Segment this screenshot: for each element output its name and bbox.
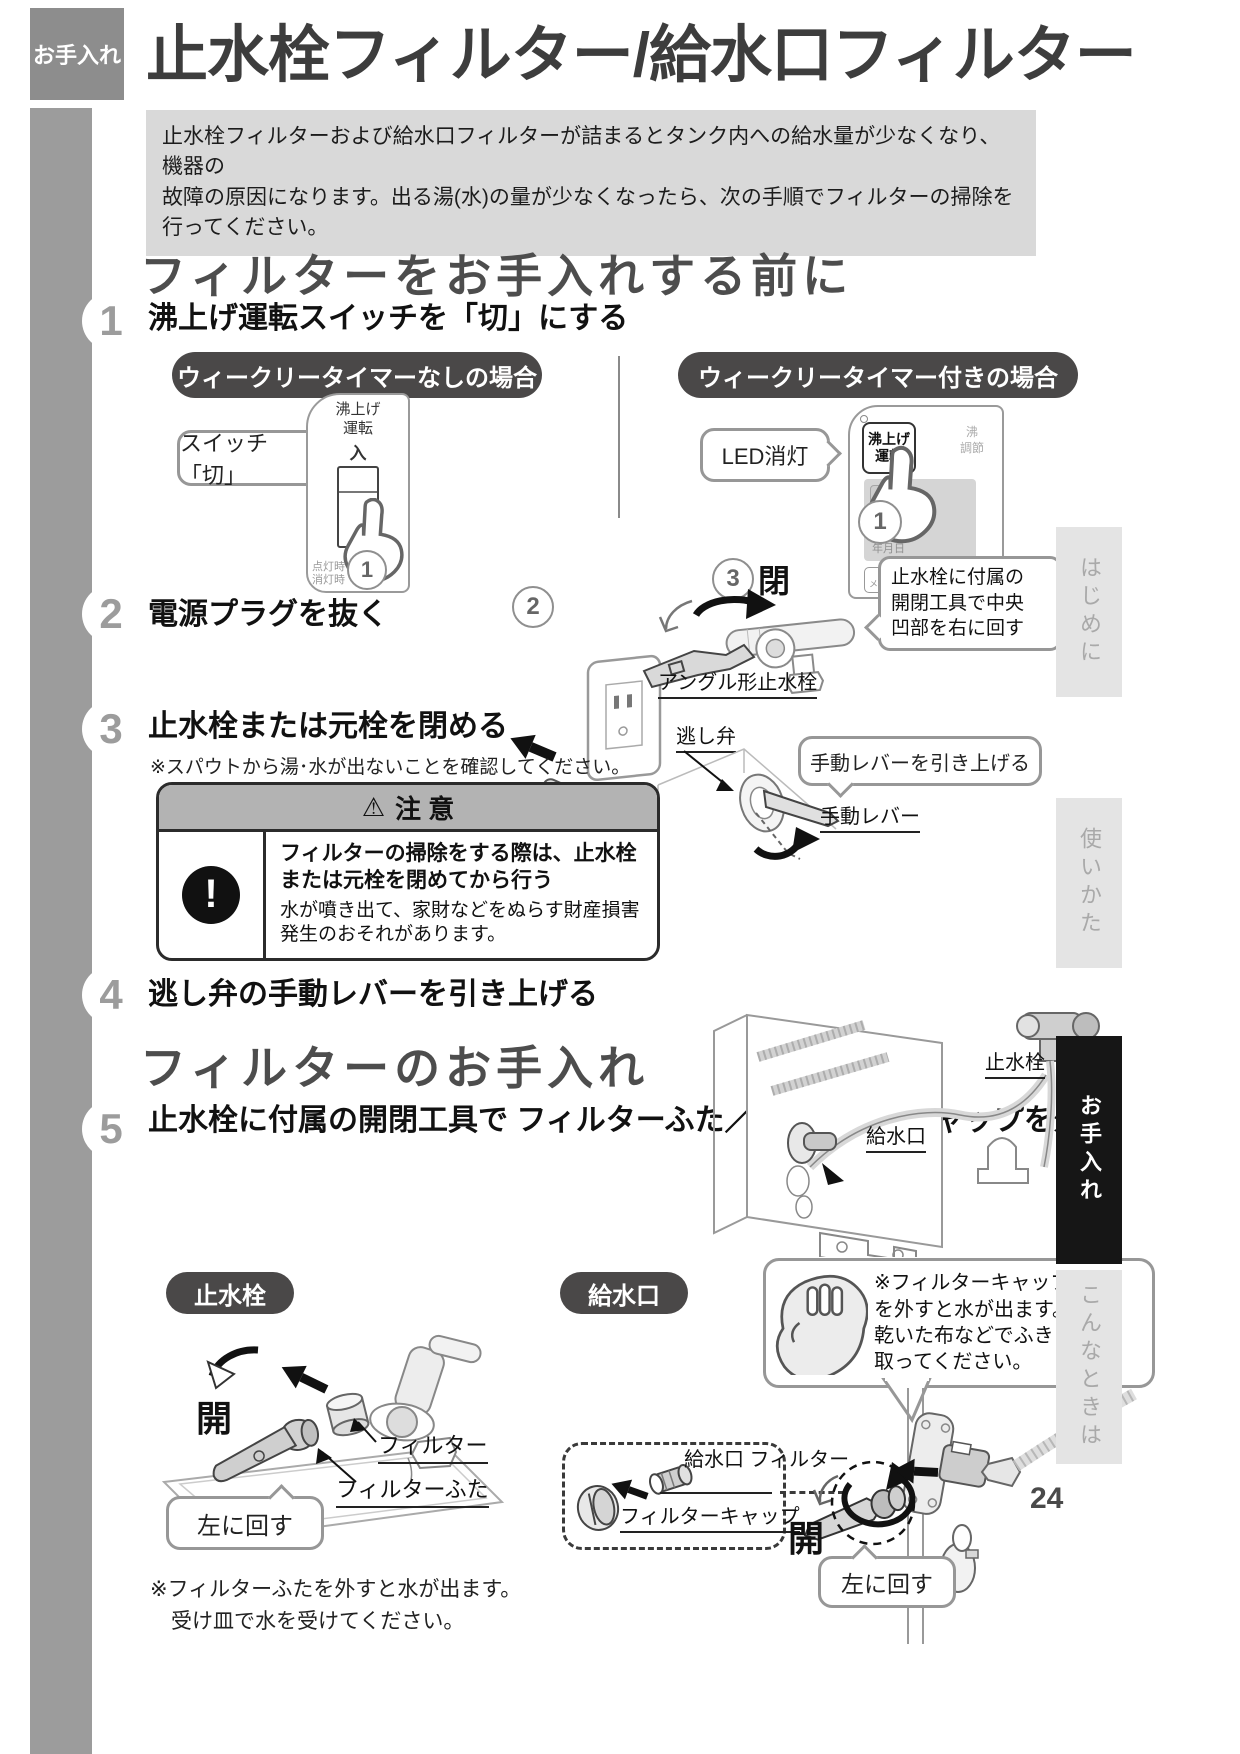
filter-cap-label: フィルターキャップ [620,1500,800,1533]
tank-inlet-label: 給水口 [866,1120,926,1153]
step-3-note: ※スパウトから湯･水が出ないことを確認してください。 [150,757,631,778]
step-title-3: 止水栓または元栓を閉める [148,710,508,743]
stop-valve-assembly [1016,1012,1100,1168]
open-label-right: 開 [788,1518,825,1559]
bubble-tail [815,440,842,467]
caution-header: ⚠ 注 意 [159,785,657,832]
lever-callout: 手動レバーを引き上げる [798,736,1042,798]
dashed-connector [780,1491,844,1494]
step-title-2: 電源プラグを抜く [148,598,388,631]
warning-triangle-icon: ⚠ [361,791,386,822]
caution-bold-text: フィルターの掃除をする際は、止水栓 または元栓を閉めてから行う [280,842,637,893]
relief-valve-illustration [657,748,840,871]
left-gray-band [30,108,92,1754]
angle-valve-body [369,1334,482,1485]
category-tab: お手入れ [30,8,124,100]
caution-title: 注 意 [395,793,455,824]
open-label-left: 開 [196,1398,233,1439]
sidebar-tab-tsukaikata[interactable]: 使いかた [1056,798,1122,968]
inlet-filter-parts-illustration [576,1464,693,1531]
led-dot [860,415,868,423]
page-number: 24 [1030,1482,1064,1515]
intro-text: 止水栓フィルターおよび給水口フィルターが詰まるとタンク内への給水量が少なくなり、… [146,110,1036,256]
inlet-filter-part [648,1464,693,1495]
tank-rear-illustration [713,1012,1100,1257]
turn-left-label: 左に回す [841,1571,933,1597]
case-pill-with-timer: ウィークリータイマー付きの場合 [678,352,1078,398]
step-number-5: 5 [82,1100,140,1158]
action-mark-1-right: 1 [858,500,902,544]
action-mark-1-left: 1 [347,550,387,590]
column-divider [618,356,620,518]
sidebar-tab-konnatokiwa[interactable]: こんなときは [1056,1270,1122,1464]
angle-valve-illustration [642,589,856,694]
caution-box: ⚠ 注 意 ! フィルターの掃除をする際は、止水栓 または元栓を閉めてから行う … [156,782,660,961]
sidebar-tab-oteire[interactable]: お手入れ [1056,1036,1122,1264]
angle-valve-label: アングル形止水栓 [658,666,818,699]
close-tool-callout: 止水栓に付属の 開閉工具で中央 凹部を右に回す [878,556,1062,651]
action-mark-3: 3 [712,558,754,600]
filter-lid-label: フィルターふた [336,1472,489,1508]
panel-side-label: 沸 調節 [960,425,985,455]
section-heading-before: フィルターをお手入れする前に [140,250,854,302]
manual-lever-label: 手動レバー [820,800,920,833]
led-off-bubble: LED消灯 [700,428,842,482]
step-number-3: 3 [82,700,140,758]
step-title-1: 沸上げ運転スイッチを「切」にする [148,302,629,335]
tank-stop-valve-label: 止水栓 [985,1046,1045,1079]
switch-off-bubble-label: スイッチ「切」 [180,431,269,488]
inlet-area-illustration [803,1388,1137,1644]
inlet-filter-parts-box [562,1442,786,1550]
sidebar-tab-hajimeni[interactable]: はじめに [1056,527,1122,697]
filter-lid-part [212,1418,320,1483]
switch-small-label: 点灯時 消灯時 [312,560,345,586]
open-tool [803,1485,906,1541]
callout-pointer [881,1378,932,1424]
action-mark-2: 2 [512,586,554,628]
wiping-hand-icon [775,1274,868,1375]
switch-off-bubble: スイッチ「切」 [177,430,335,488]
filter-label: フィルター [378,1428,488,1464]
caution-icon-cell: ! [159,832,266,958]
wing-handle [940,1524,979,1593]
led-off-bubble-label: LED消灯 [721,444,809,469]
cap-note-text: ※フィルターキャップ を外すと水が出ます。 乾いた布などでふき 取ってください。 [874,1272,1072,1374]
filter-part [325,1392,370,1437]
label-underline [660,1492,772,1494]
step-number-2: 2 [82,585,140,643]
lid-water-note: ※フィルターふたを外すと水が出ます。 受け皿で水を受けてください。 [150,1578,522,1633]
inlet-flange [901,1412,991,1515]
step-title-4: 逃し弁の手動レバーを引き上げる [148,978,598,1011]
stop-valve-pill: 止水栓 [166,1272,294,1314]
step-number-4: 4 [82,966,140,1024]
inlet-pill: 給水口 [560,1272,688,1314]
turn-left-bubble-right: 左に回す [818,1544,956,1608]
caution-body-text: 水が噴き出て、家財などをぬらす財産損害 発生のおそれがあります。 [280,899,640,946]
panel-date-label: 年月日 [872,543,905,555]
close-label: 閉 [758,563,791,599]
inlet-filter-label: 給水口 フィルター [684,1449,850,1471]
turn-left-bubble-left: 左に回す [166,1484,324,1550]
section-heading-care: フィルターのお手入れ [140,1042,650,1094]
page-title: 止水栓フィルター/給水口フィルター [146,21,1137,90]
switch-on-label: 入 [349,443,367,463]
case-pill-no-timer: ウィークリータイマーなしの場合 [172,352,542,398]
relief-valve-label: 逃し弁 [676,720,736,753]
step-number-1: 1 [82,292,140,350]
mandatory-icon: ! [182,865,240,924]
inlet-fitting [786,1122,844,1219]
switch-top-label: 沸上げ 運転 [335,401,381,437]
lever-callout-label: 手動レバーを引き上げる [810,752,1030,775]
turn-left-label: 左に回す [197,1512,293,1540]
